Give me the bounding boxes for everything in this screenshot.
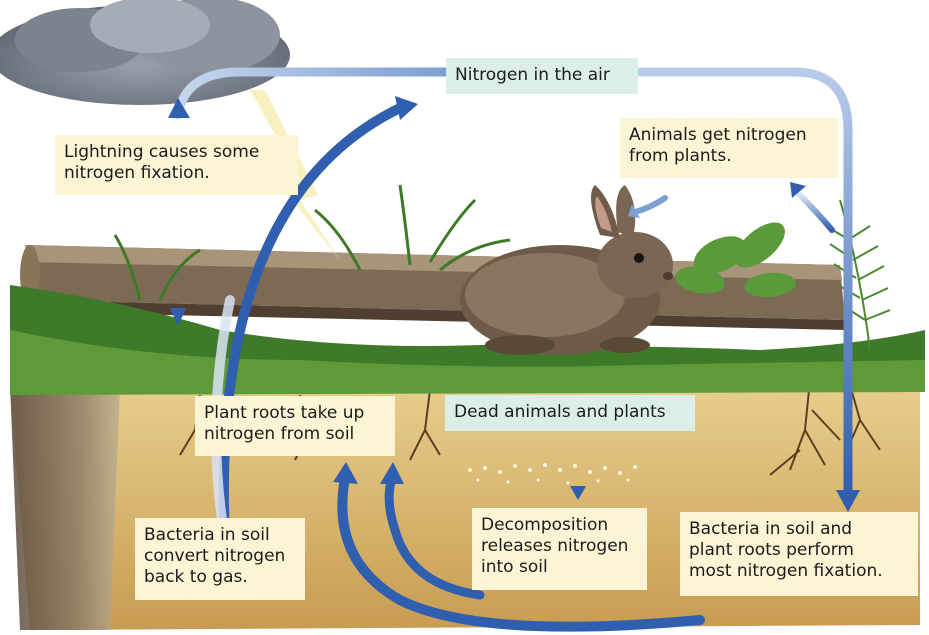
cloud-icon bbox=[0, 0, 290, 105]
label-nitrogen-air: Nitrogen in the air bbox=[446, 58, 638, 94]
label-dead-animals-plants: Dead animals and plants bbox=[445, 395, 695, 431]
label-lightning: Lightning causes some nitrogen fixation. bbox=[55, 135, 298, 195]
label-decomposition: Decomposition releases nitrogen into soi… bbox=[472, 508, 647, 590]
label-bacteria-fixation: Bacteria in soil and plant roots perform… bbox=[680, 512, 918, 596]
arrow-plants-to-animals bbox=[635, 198, 665, 212]
label-bacteria-convert: Bacteria in soil convert nitrogen back t… bbox=[135, 518, 305, 600]
label-plant-roots: Plant roots take up nitrogen from soil bbox=[195, 396, 395, 456]
top-crop-area bbox=[310, 0, 770, 12]
label-animals-get-nitrogen: Animals get nitrogen from plants. bbox=[620, 118, 838, 178]
arrow-right-to-animals bbox=[800, 195, 832, 230]
